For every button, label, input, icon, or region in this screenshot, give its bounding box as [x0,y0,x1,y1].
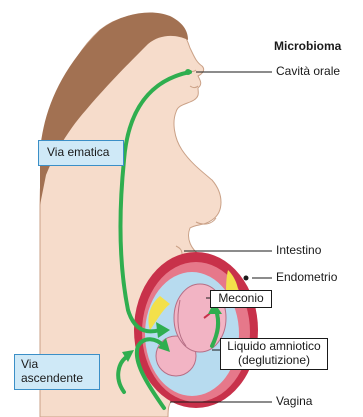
route-ascending-line2: ascendente [21,372,99,386]
route-ascending: Via ascendente [14,354,100,390]
label-vagina: Vagina [276,395,312,409]
route-hematic: Via ematica [38,140,124,166]
route-ascending-line1: Via [21,358,99,372]
label-endometrium: Endometrio [276,271,337,285]
endometrium-dot [244,276,249,281]
label-oral-cavity: Cavità orale [276,65,340,79]
label-amniotic-fluid-line1: Liquido amniotico [221,340,327,354]
label-amniotic-fluid-line2: (deglutizione) [221,354,327,368]
label-meconium: Meconio [210,290,272,308]
oral-dot [185,69,191,75]
label-intestine: Intestino [276,244,321,258]
label-amniotic-fluid: Liquido amniotico (deglutizione) [220,338,328,370]
microbiome-heading: Microbioma [274,40,341,54]
